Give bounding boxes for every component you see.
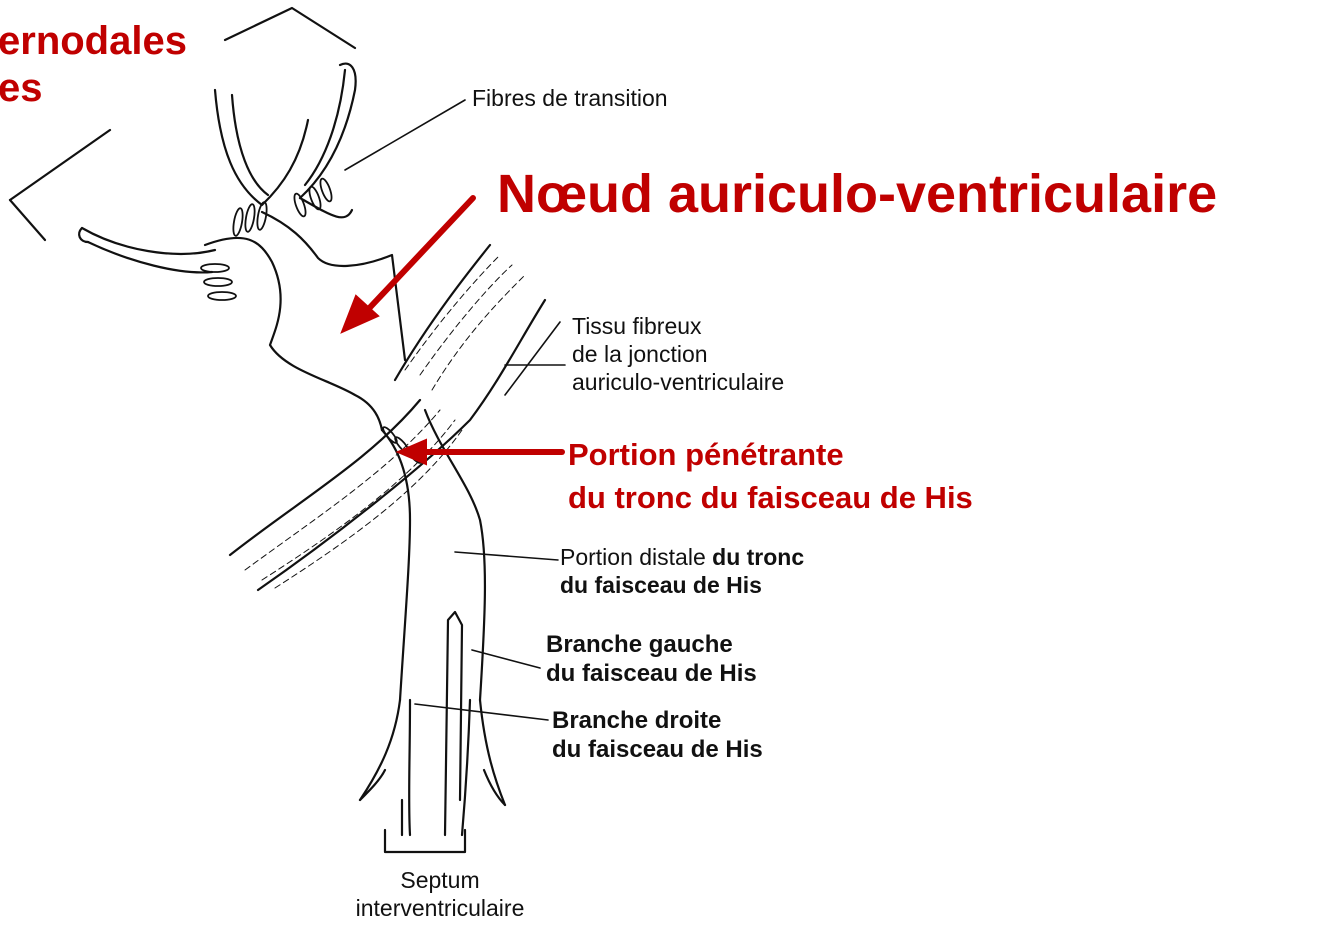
branche-gauche-line-2: du faisceau de His (546, 659, 757, 688)
his-bundle-trunk (382, 430, 410, 700)
septum-line-2: interventriculaire (330, 894, 550, 922)
fibrous-tissue-band (230, 245, 545, 590)
leader-tissu-fibreux (505, 322, 565, 395)
branche-droite-line-1: Branche droite (552, 706, 763, 735)
label-portion-distale: Portion distale du tronc du faisceau de … (560, 543, 804, 599)
tissu-fibreux-line-3: auriculo-ventriculaire (572, 368, 784, 396)
portion-penetrante-line-2: du tronc du faisceau de His (568, 477, 973, 520)
portion-distale-plain: Portion distale (560, 544, 706, 570)
label-septum: Septum interventriculaire (330, 866, 550, 922)
portion-distale-bold: du tronc (712, 544, 804, 570)
right-branch (445, 612, 505, 835)
title-av-node: Nœud auriculo-ventriculaire (497, 167, 1217, 221)
label-branche-droite: Branche droite du faisceau de His (552, 706, 763, 765)
header-red-line-2: es (0, 65, 187, 112)
tissu-fibreux-line-2: de la jonction (572, 340, 784, 368)
av-node-outline (205, 238, 382, 430)
left-branch (360, 700, 410, 835)
internodal-tract-lower-left (82, 228, 215, 272)
portion-distale-line-2: du faisceau de His (560, 571, 804, 599)
label-fibres-transition: Fibres de transition (472, 84, 668, 112)
branche-droite-line-2: du faisceau de His (552, 735, 763, 764)
header-red-text: ernodales es (0, 18, 187, 112)
leader-fibres-transition (345, 100, 465, 170)
portion-penetrante-line-1: Portion pénétrante (568, 434, 973, 477)
label-portion-penetrante: Portion pénétrante du tronc du faisceau … (568, 434, 973, 520)
label-tissu-fibreux: Tissu fibreux de la jonction auriculo-ve… (572, 312, 784, 396)
septum-line-1: Septum (330, 866, 550, 894)
internodal-tract-right (300, 64, 356, 198)
tissu-fibreux-line-1: Tissu fibreux (572, 312, 784, 340)
header-red-line-1: ernodales (0, 18, 187, 65)
branche-gauche-line-1: Branche gauche (546, 630, 757, 659)
label-branche-gauche: Branche gauche du faisceau de His (546, 630, 757, 689)
red-arrow-portion-penetrante (398, 440, 562, 464)
leader-portion-distale (455, 552, 558, 560)
septum-bracket (385, 830, 465, 852)
